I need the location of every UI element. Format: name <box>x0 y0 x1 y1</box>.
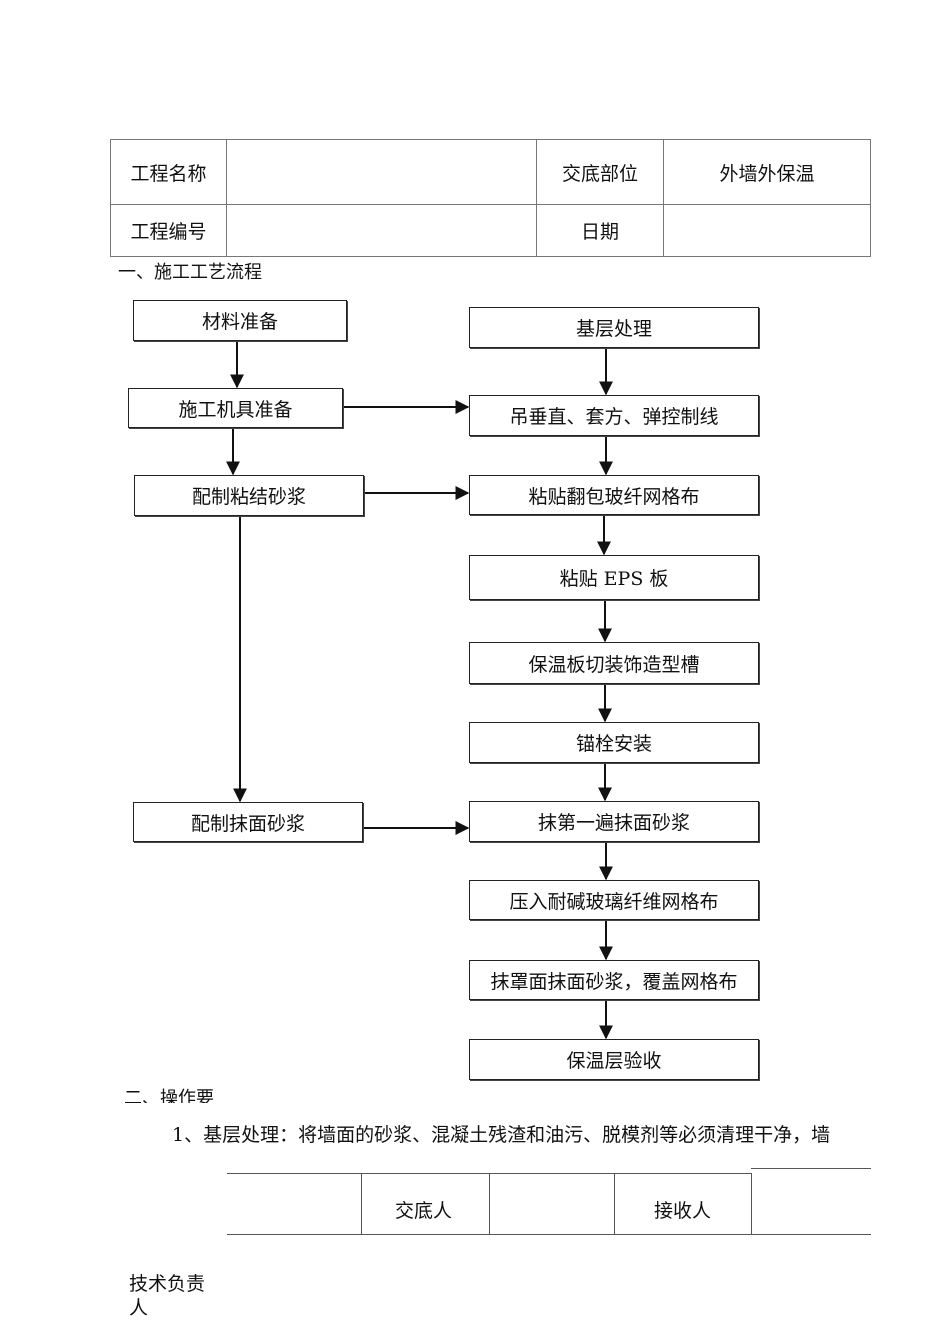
receiver-label: 接收人 <box>654 1200 712 1222</box>
date-label: 日期 <box>536 204 664 257</box>
project-name-label: 工程名称 <box>110 139 227 205</box>
location-value: 外墙外保温 <box>663 139 871 205</box>
flow-box-acceptance: 保温层验收 <box>469 1039 759 1080</box>
flow-box-base-treatment: 基层处理 <box>469 307 759 348</box>
sig-divider-3 <box>614 1173 615 1234</box>
sig-bottom-line <box>227 1234 871 1235</box>
section2-heading: 二、操作要 <box>124 1088 214 1103</box>
section1-heading: 一、施工工艺流程 <box>118 262 262 283</box>
date-value <box>663 204 871 257</box>
header-table: 工程名称 交底部位 外墙外保温 工程编号 日期 <box>110 139 871 257</box>
flow-box-top-coat: 抹罩面抹面砂浆，覆盖网格布 <box>469 960 759 1000</box>
sig-divider-1 <box>361 1173 362 1234</box>
handover-label: 交底人 <box>395 1200 453 1222</box>
flow-box-tool-prep: 施工机具准备 <box>128 388 343 428</box>
flow-box-groove-cut: 保温板切装饰造型槽 <box>469 642 759 684</box>
flow-box-material-prep: 材料准备 <box>133 300 347 341</box>
project-name-value <box>226 139 537 205</box>
flow-box-anchor: 锚栓安装 <box>469 722 759 763</box>
flow-box-turnback-mesh: 粘贴翻包玻纤网格布 <box>469 475 759 515</box>
flow-box-bond-mortar: 配制粘结砂浆 <box>134 475 364 516</box>
flow-box-press-mesh: 压入耐碱玻璃纤维网格布 <box>469 880 759 920</box>
sig-top-line-right <box>751 1168 871 1169</box>
flow-box-plumb-line: 吊垂直、套方、弹控制线 <box>469 395 759 436</box>
flow-box-eps-board: 粘贴 EPS 板 <box>469 555 759 600</box>
flow-box-first-coat: 抹第一遍抹面砂浆 <box>469 801 759 842</box>
tech-lead-label: 技术负责人 <box>129 1273 206 1319</box>
sig-divider-2 <box>489 1173 490 1234</box>
sig-divider-4 <box>751 1173 752 1234</box>
flow-box-plaster-mortar: 配制抹面砂浆 <box>133 802 363 842</box>
flow-connectors <box>226 341 613 1040</box>
paragraph-base-treatment: 1、基层处理：将墙面的砂浆、混凝土残渣和油污、脱模剂等必须清理干净，墙 <box>172 1124 831 1146</box>
